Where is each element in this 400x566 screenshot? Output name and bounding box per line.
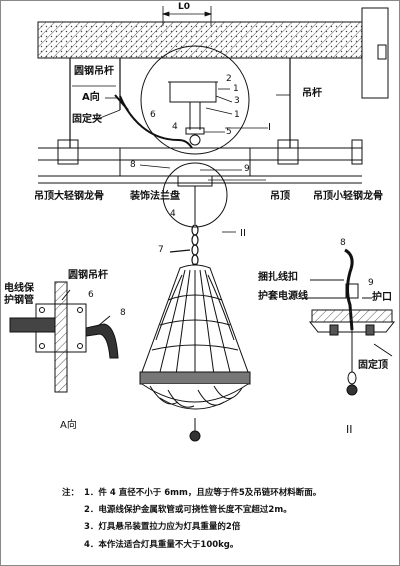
part-2a: 2 bbox=[226, 74, 232, 84]
hanger-rod-label: 吊杆 bbox=[302, 88, 322, 99]
notes-prefix: 注： bbox=[62, 488, 80, 498]
wire-binding-label: 捆扎线扣 bbox=[258, 272, 298, 283]
part-1b: 1 bbox=[234, 110, 240, 120]
round-steel-rod-a-label: 圆钢吊杆 bbox=[68, 270, 108, 281]
part-4b: 4 bbox=[170, 209, 176, 219]
detail-i-label: I bbox=[268, 122, 271, 133]
part-8a: 8 bbox=[130, 160, 136, 170]
note-4: 4．本作法适合灯具重量不大于100kg。 bbox=[84, 540, 239, 550]
part-6a: 6 bbox=[150, 110, 156, 120]
detail-ii-label: II bbox=[240, 228, 246, 239]
lo-dimension bbox=[161, 6, 213, 26]
part-3: 3 bbox=[234, 96, 240, 106]
view-a-label: A向 bbox=[60, 420, 77, 431]
detail-i-circle bbox=[140, 45, 250, 155]
fixed-top-label: 固定顶 bbox=[358, 360, 388, 371]
part-7: 7 bbox=[158, 245, 164, 255]
decorative-flange-label: 装饰法兰盘 bbox=[130, 191, 180, 202]
note-2: 2．电源线保护金属软管或可挠性管长度不宜超过2m。 bbox=[84, 505, 292, 515]
note-3: 3．灯具悬吊装置拉力应为灯具重量的2倍 bbox=[84, 522, 241, 532]
part-4a: 4 bbox=[172, 122, 178, 132]
round-steel-rod-label: 圆钢吊杆 bbox=[74, 66, 114, 77]
ceiling-minor-keel-label: 吊顶小轻钢龙骨 bbox=[313, 191, 383, 202]
detail-ii-bottom-label: II bbox=[346, 423, 353, 436]
part-9b: 9 bbox=[368, 278, 374, 288]
ceiling-grid bbox=[38, 139, 363, 184]
view-a-arrow-label: A向 bbox=[82, 92, 100, 103]
part-8b: 8 bbox=[120, 308, 126, 318]
detail-ii-circle bbox=[162, 162, 228, 228]
ceiling-label: 吊顶 bbox=[270, 191, 290, 202]
guard-label: 护口 bbox=[372, 292, 392, 303]
a-view-detail bbox=[9, 281, 119, 393]
ceiling-main-keel-label: 吊顶大轻钢龙骨 bbox=[34, 191, 104, 202]
leader-lines bbox=[72, 85, 290, 233]
chain bbox=[169, 224, 199, 266]
part-1a: 1 bbox=[233, 84, 239, 94]
chandelier bbox=[139, 263, 251, 442]
note-1: 1．件 4 直径不小于 6mm，且应等于件5及吊链环材料断面。 bbox=[84, 488, 322, 498]
part-5: 5 bbox=[226, 127, 232, 137]
lo-label: L0 bbox=[178, 2, 190, 12]
power-cable bbox=[114, 94, 193, 149]
sheath-wire-label: 护套电源线 bbox=[258, 291, 308, 302]
part-9a: 9 bbox=[244, 164, 250, 174]
fixing-clip-label: 固定夹 bbox=[72, 114, 102, 125]
wire-protect-tube-label: 电线保护钢管 bbox=[4, 283, 34, 306]
part-8c: 8 bbox=[340, 238, 346, 248]
part-6b: 6 bbox=[88, 290, 94, 300]
concrete-slab bbox=[37, 7, 389, 99]
detail-ii-drawing bbox=[300, 248, 396, 396]
